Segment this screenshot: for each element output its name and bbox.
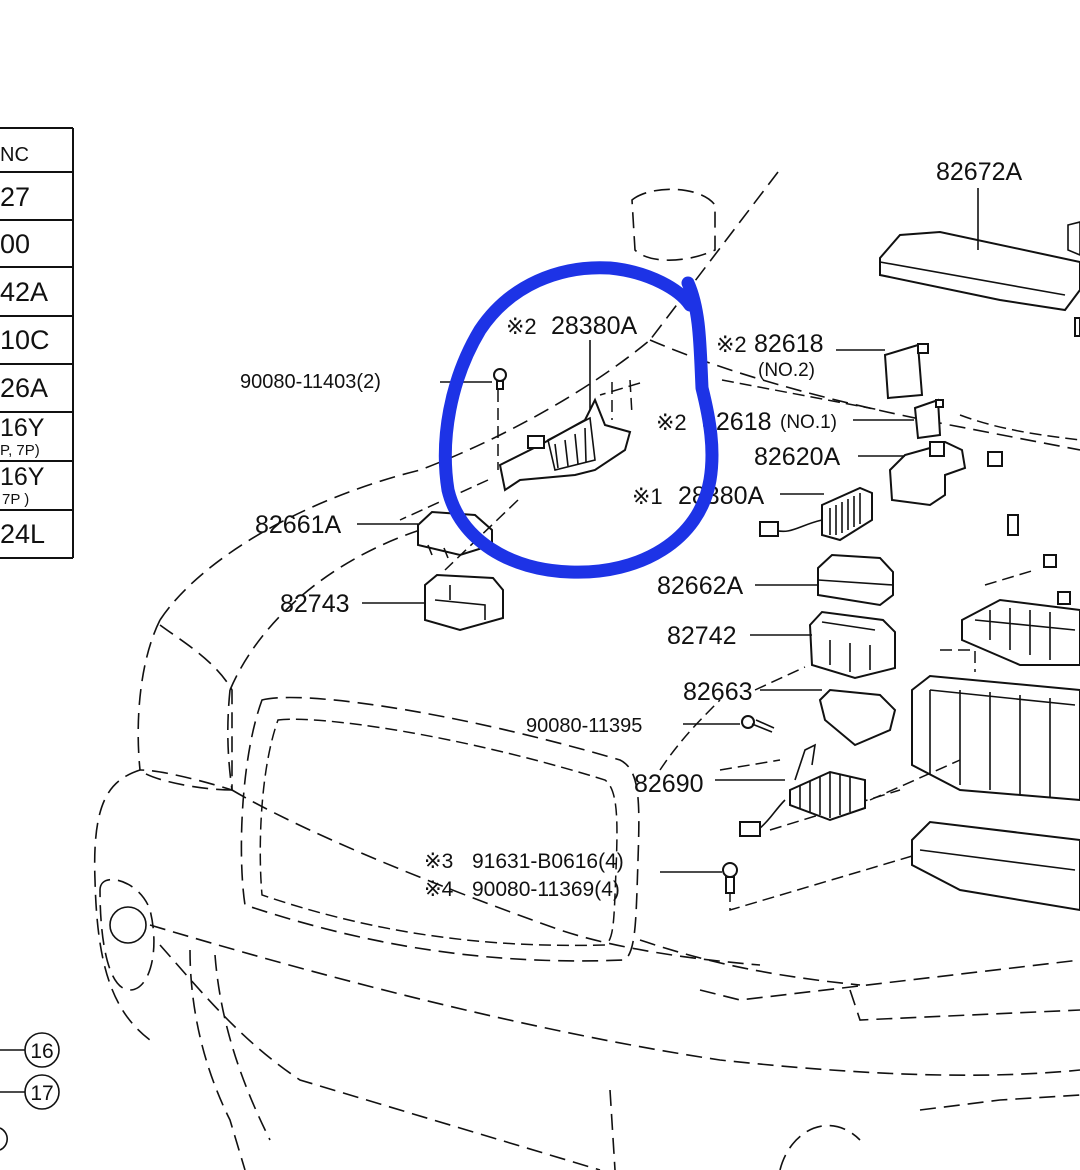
label-82672A: 82672A	[936, 158, 1023, 186]
label-90080-11403: 90080-11403(2)	[240, 371, 381, 393]
label-90080-11395: 90080-11395	[526, 715, 642, 737]
table-cell: 10C	[0, 325, 50, 355]
reference-markers: 16 17	[0, 1032, 60, 1151]
table-cell: 26A	[0, 373, 48, 403]
label-note: ※4	[424, 878, 454, 901]
table-cell-sub: 7P )	[2, 491, 29, 508]
table-cell: 00	[0, 229, 30, 259]
table-cell: 42A	[0, 277, 48, 307]
highlight-stroke	[438, 261, 719, 579]
label-82618-no2-sub: (NO.2)	[758, 360, 815, 381]
label-82618-no2: 82618	[754, 330, 824, 358]
label-note: ※3	[424, 850, 453, 873]
regulator-unit	[759, 486, 873, 542]
label-90080-11369: 90080-11369(4)	[472, 878, 620, 901]
label-82742: 82742	[667, 622, 737, 650]
relay-no2	[883, 343, 929, 400]
highlight-circle-annotation	[438, 261, 719, 579]
vehicle-outline	[93, 171, 1080, 1170]
table-cell: 16Y	[0, 463, 45, 491]
relay-box	[424, 573, 504, 632]
label-note: ※2	[656, 410, 687, 435]
label-note: ※1	[632, 484, 663, 509]
fuse-box	[911, 674, 1080, 912]
table-cell-sub: P, 7P)	[0, 442, 40, 459]
ref-17: 17	[30, 1082, 53, 1105]
label-82743: 82743	[280, 590, 350, 618]
parts-table: NC 27 00 42A 10C 26A 16Y P, 7P) 16Y 7P )…	[0, 127, 74, 559]
relay-block	[888, 440, 1003, 507]
relay-cluster	[961, 514, 1080, 666]
label-82690: 82690	[634, 770, 704, 798]
table-cell: 27	[0, 182, 30, 212]
fuse-box-cover-small	[817, 553, 894, 607]
table-cell: 16Y	[0, 414, 45, 442]
bolt-lower	[722, 862, 738, 894]
regulator-bracket	[493, 368, 632, 492]
label-note: ※2	[716, 332, 747, 357]
label-82618-no1-sub: (NO.1)	[780, 412, 837, 433]
label-82662A: 82662A	[657, 572, 744, 600]
label-note: ※2	[506, 314, 537, 339]
label-28380A-mid: 28380A	[678, 482, 765, 510]
label-82661A: 82661A	[255, 511, 342, 539]
label-28380A-top: 28380A	[551, 312, 638, 340]
relay-block-large	[808, 610, 896, 680]
table-cell: 24L	[0, 519, 45, 549]
regulator-lower	[739, 743, 866, 837]
label-82663: 82663	[683, 678, 753, 706]
table-cell: NC	[0, 144, 29, 166]
label-82620A: 82620A	[754, 443, 841, 471]
part-drawings	[417, 221, 1080, 912]
leader-lines	[0, 188, 979, 1093]
ref-16: 16	[30, 1040, 53, 1063]
fuse-cover	[417, 510, 493, 559]
relay-no1	[913, 398, 944, 440]
callout-labels: 82672A ※2 28380A 90080-11403(2) ※2 82618…	[240, 158, 1023, 901]
label-91631-B0616: 91631-B0616(4)	[472, 850, 624, 873]
fuse-box-cover	[879, 221, 1080, 337]
bracket-cover	[818, 688, 897, 747]
bolt	[741, 715, 775, 733]
